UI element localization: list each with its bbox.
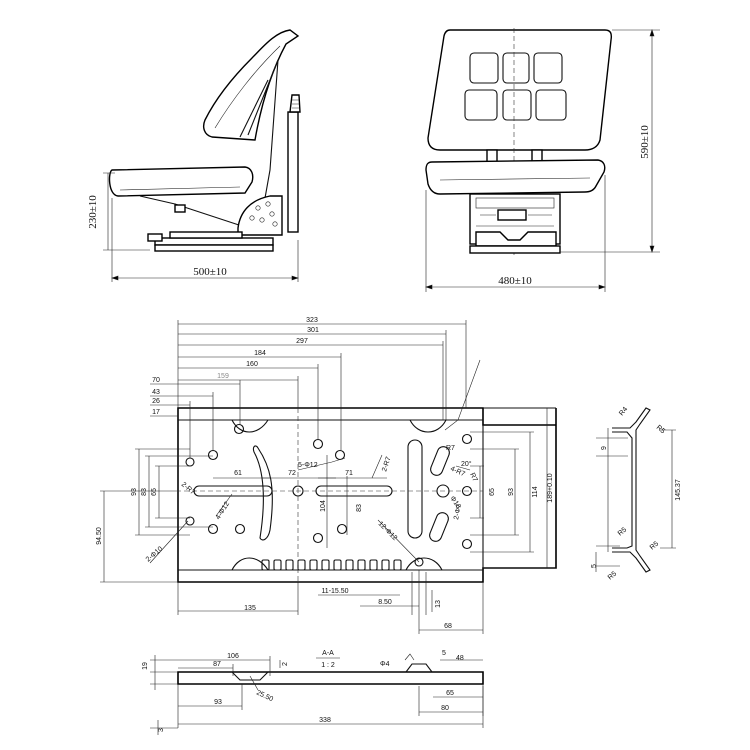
bottom-slot bbox=[369, 559, 378, 571]
section-dim-2: 2 bbox=[282, 662, 289, 666]
dim-right-65: 65 bbox=[489, 488, 496, 496]
profile-145-37: 145.37 bbox=[675, 479, 682, 501]
seat-front-height-dim: 590±10 bbox=[639, 125, 651, 159]
bottom-slot bbox=[333, 559, 342, 571]
section-dim-65: 65 bbox=[446, 690, 454, 697]
callout-r7-right: R7 bbox=[468, 472, 478, 483]
callout-5-phi12: 5-Φ12 bbox=[298, 462, 318, 469]
dim-159: 159 bbox=[217, 373, 229, 380]
dim-bottom-8-50: 8.50 bbox=[378, 599, 392, 606]
section-dim-5: 5 bbox=[442, 650, 446, 657]
plate-holes bbox=[185, 423, 473, 567]
bottom-slot bbox=[357, 559, 366, 571]
plate-top-dimensions: 323 301 297 184 160 159 70 43 26 17 bbox=[150, 317, 467, 458]
dim-301: 301 bbox=[307, 327, 319, 334]
dim-17: 17 bbox=[152, 409, 160, 416]
section-dim-48: 48 bbox=[456, 655, 464, 662]
section-dim-19: 19 bbox=[142, 662, 149, 670]
section-dim-338: 338 bbox=[319, 717, 331, 724]
dim-right-189: 189+0.10 bbox=[547, 473, 554, 502]
callout-4-phi12: 4-Φ12 bbox=[215, 501, 231, 521]
seat-front-view: 590±10 480±10 bbox=[425, 28, 660, 292]
profile-5: 5 bbox=[591, 564, 598, 568]
angle-20: 20° bbox=[461, 460, 472, 468]
section-dim-87: 87 bbox=[213, 661, 221, 668]
profile-r5-right: R5 bbox=[649, 540, 660, 551]
dim-inner-72: 72 bbox=[288, 470, 296, 477]
plate-right-dimensions: 65 93 114 189+0.10 bbox=[470, 408, 554, 568]
dim-bottom-68: 68 bbox=[444, 623, 452, 630]
bottom-slot-row bbox=[261, 559, 402, 571]
bottom-slot bbox=[321, 559, 330, 571]
dim-inner-83: 83 bbox=[356, 504, 363, 512]
dim-bottom-13: 13 bbox=[435, 600, 442, 608]
dim-bottom-11x15-50: 11-15.50 bbox=[321, 588, 348, 595]
dim-inner-71: 71 bbox=[345, 470, 353, 477]
dim-160: 160 bbox=[246, 361, 258, 368]
section-title: A-A bbox=[322, 650, 334, 657]
bottom-slot bbox=[345, 559, 354, 571]
callout-12-phi12: 12-Φ12 bbox=[377, 520, 399, 542]
profile-9: 9 bbox=[601, 446, 608, 450]
dim-right-93: 93 bbox=[508, 488, 515, 496]
bottom-slot bbox=[273, 559, 282, 571]
section-dim-3: 3 bbox=[158, 728, 165, 732]
dim-left-65: 65 bbox=[151, 488, 158, 496]
bottom-slot bbox=[309, 559, 318, 571]
dim-left-93: 93 bbox=[131, 488, 138, 496]
plate-left-dimensions: 93 83 65 94.50 bbox=[96, 448, 213, 583]
profile-r4: R4 bbox=[618, 406, 629, 417]
dim-bottom-135: 135 bbox=[244, 605, 256, 612]
callout-2-phi7: 2-Φ7 bbox=[453, 503, 463, 520]
bottom-slot bbox=[285, 559, 294, 571]
section-scale: 1 : 2 bbox=[321, 662, 335, 669]
dim-inner-104: 104 bbox=[320, 500, 327, 512]
dim-43: 43 bbox=[152, 389, 160, 396]
callout-2-r7-a: 2-R7 bbox=[381, 456, 392, 473]
section-dim-25-50: 25.50 bbox=[255, 689, 274, 703]
dim-70: 70 bbox=[152, 377, 160, 384]
callout-2-r7-b: 2-R7 bbox=[180, 481, 196, 496]
dim-297: 297 bbox=[296, 338, 308, 345]
dim-left-94-50: 94.50 bbox=[96, 527, 103, 545]
dim-26: 26 bbox=[152, 398, 160, 405]
profile-r5-mid: R5 bbox=[617, 526, 628, 537]
section-dim-106: 106 bbox=[227, 653, 239, 660]
dim-right-114: 114 bbox=[532, 486, 539, 497]
dim-323: 323 bbox=[306, 317, 318, 324]
profile-r5-bottom: R5 bbox=[607, 570, 618, 581]
backrest-grid bbox=[464, 52, 567, 121]
section-dim-phi4: Φ4 bbox=[380, 661, 390, 668]
seat-side-length-dim: 500±10 bbox=[193, 266, 227, 278]
plate-inner-dimensions: 61 72 71 104 83 bbox=[213, 455, 387, 548]
bottom-slot bbox=[393, 559, 402, 571]
callout-r7-top: R7 bbox=[446, 445, 455, 452]
profile-r5-top: R5 bbox=[655, 424, 666, 435]
bottom-slot bbox=[297, 559, 306, 571]
section-dim-93: 93 bbox=[214, 699, 222, 706]
seat-side-view: 230±10 500±10 bbox=[87, 29, 301, 282]
callout-2-phi10: 2-Φ10 bbox=[145, 546, 165, 564]
bottom-slot bbox=[261, 559, 270, 571]
seat-side-height-dim: 230±10 bbox=[87, 195, 99, 229]
seat-front-width-dim: 480±10 bbox=[498, 275, 532, 287]
side-profile: R4 R5 9 145.37 R5 R5 R5 5 bbox=[591, 406, 682, 582]
section-a-a: A-A 1 : 2 19 106 87 2 25.50 93 338 3 Φ4 … bbox=[142, 650, 484, 735]
mounting-plate: 323 301 297 184 160 159 70 43 26 17 93 8… bbox=[96, 317, 557, 634]
section-dim-80: 80 bbox=[441, 705, 449, 712]
dim-184: 184 bbox=[254, 350, 266, 357]
dim-inner-61: 61 bbox=[234, 470, 242, 477]
dim-left-83: 83 bbox=[141, 488, 148, 496]
bottom-slot bbox=[381, 559, 390, 571]
plate-bottom-dimensions: 135 11-15.50 8.50 13 68 bbox=[177, 570, 484, 634]
